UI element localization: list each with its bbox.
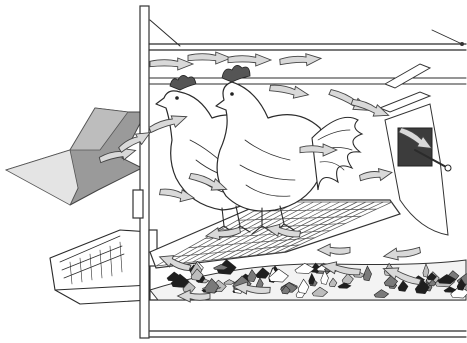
arrow-icon (327, 87, 371, 116)
arrow-icon (228, 54, 271, 66)
arrow-icon (359, 166, 393, 183)
arrow-icon (318, 244, 350, 256)
arrow-icon (279, 52, 321, 68)
lamp-icon (380, 30, 464, 112)
arrow-icon (150, 58, 193, 70)
feeder-tray (50, 230, 150, 304)
arrow-icon (269, 82, 309, 101)
arrow-icon (383, 244, 421, 262)
arrow-icon (188, 52, 231, 64)
